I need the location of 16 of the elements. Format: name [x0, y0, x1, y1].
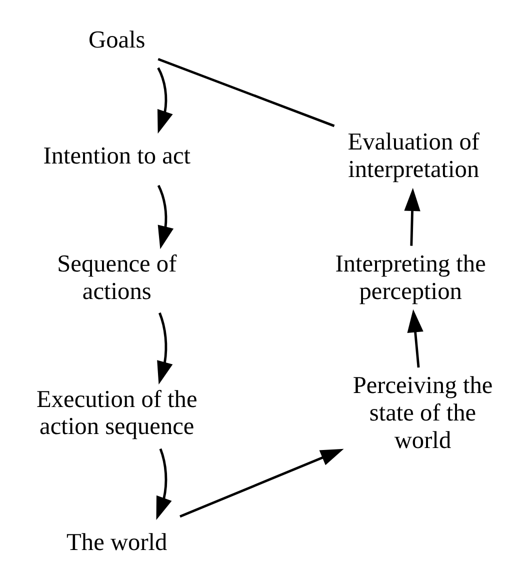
node-text: Intention to act [43, 142, 191, 170]
node-text: Goals [88, 26, 146, 54]
arrow [156, 448, 172, 520]
node-text: Sequence of actions [57, 250, 177, 305]
arrow [180, 448, 344, 518]
connector [158, 58, 335, 128]
arrow [157, 67, 173, 134]
arrow [407, 309, 424, 368]
node-text: Execution of the action sequence [36, 386, 198, 440]
node-text: Interpreting the perception [335, 250, 486, 305]
node-text: The world [66, 528, 168, 556]
node-text: Evaluation of interpretation [348, 128, 480, 184]
arrow [157, 184, 174, 250]
arrow [404, 188, 420, 246]
node-text: Perceiving the state of the world [352, 372, 493, 454]
arrow [157, 312, 173, 385]
